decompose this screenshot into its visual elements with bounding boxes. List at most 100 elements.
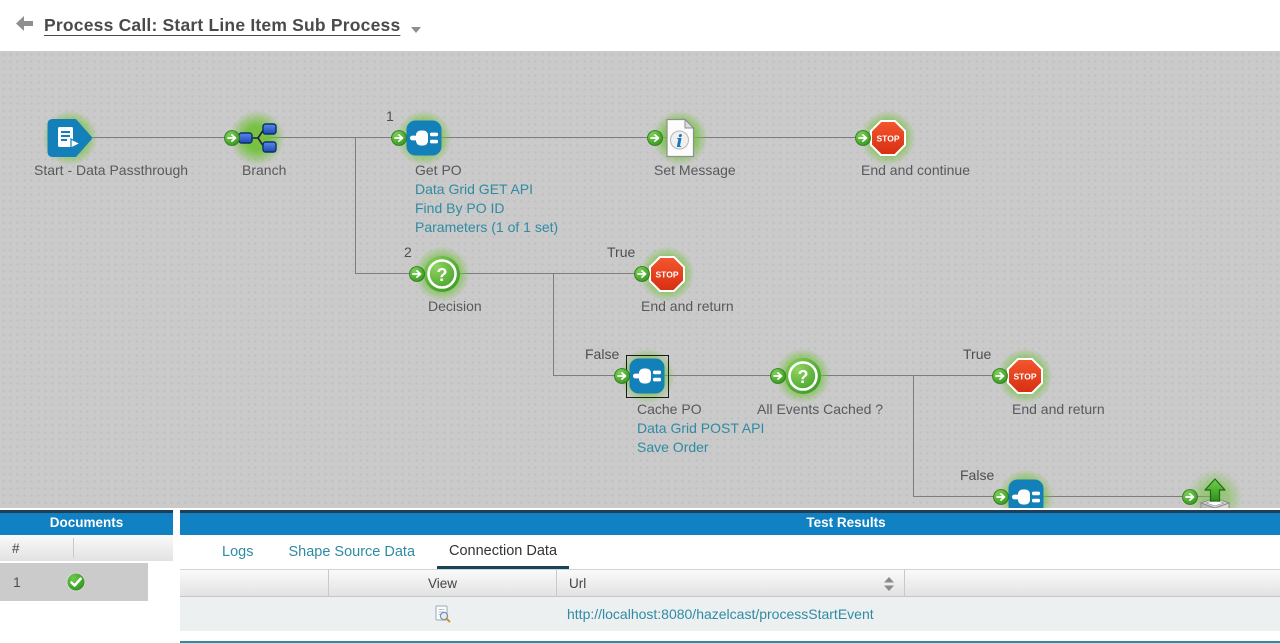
connector-shape-icon	[629, 358, 665, 394]
branch-number: 2	[404, 244, 412, 260]
process-canvas[interactable]: i STOP	[0, 51, 1280, 508]
connection-url-link[interactable]: http://localhost:8080/hazelcast/processS…	[567, 606, 874, 622]
shape-label: End and return	[641, 298, 734, 314]
documents-header: Documents	[0, 513, 173, 535]
documents-panel: Documents # 1	[0, 510, 173, 643]
svg-text:STOP: STOP	[656, 270, 679, 280]
shape-label: Cache PO	[637, 401, 702, 417]
edge	[553, 273, 554, 376]
edge	[70, 137, 257, 138]
message-shape-icon: i	[664, 118, 696, 158]
test-results-panel: Test Results Logs Shape Source Data Conn…	[180, 510, 1280, 643]
svg-text:STOP: STOP	[1014, 372, 1037, 382]
shape-end-and-continue[interactable]: STOP	[855, 110, 916, 166]
shape-decision[interactable]: ?	[409, 246, 470, 302]
shape-label: Start - Data Passthrough	[34, 162, 189, 178]
decision-shape-icon: ?	[423, 255, 461, 293]
link-connector-action[interactable]: Data Grid GET API	[415, 181, 534, 197]
branch-label-false: False	[960, 467, 995, 483]
row-highlight-edge	[180, 641, 1280, 643]
results-area: Documents # 1 Test Results	[0, 510, 1280, 643]
shape-get-po[interactable]	[391, 110, 452, 166]
start-shape-icon	[47, 118, 93, 158]
view-column-header[interactable]: View	[328, 570, 556, 596]
edge	[257, 137, 424, 138]
stop-shape-icon: STOP	[869, 119, 907, 157]
connection-data-row[interactable]: http://localhost:8080/hazelcast/processS…	[180, 597, 1280, 631]
documents-number-column[interactable]: #	[12, 540, 20, 556]
shape-branch[interactable]	[224, 110, 285, 166]
svg-text:i: i	[676, 132, 682, 152]
branch-number: 1	[386, 108, 394, 124]
chevron-down-icon[interactable]	[410, 21, 422, 39]
back-button[interactable]	[14, 15, 34, 37]
edge	[424, 137, 680, 138]
input-arrow-icon	[770, 368, 786, 384]
shape-all-events-cached[interactable]: ?	[770, 348, 831, 404]
stop-shape-icon: STOP	[1006, 357, 1044, 395]
edge	[442, 273, 667, 274]
shape-label: Set Message	[654, 162, 736, 178]
tab-shape-source-data[interactable]: Shape Source Data	[288, 544, 416, 560]
branch-label-false: False	[585, 346, 620, 362]
shape-label: Decision	[428, 298, 482, 314]
input-arrow-icon	[614, 368, 630, 384]
shape-set-message[interactable]: i	[647, 110, 708, 166]
shape-label: Branch	[242, 162, 287, 178]
svg-text:?: ?	[437, 265, 448, 285]
input-arrow-icon	[647, 130, 663, 146]
connector-shape-icon	[1008, 479, 1044, 508]
shape-label: All Events Cached ?	[757, 401, 884, 417]
edge	[680, 137, 888, 138]
sort-icon[interactable]	[884, 577, 894, 594]
tab-connection-data[interactable]: Connection Data	[437, 535, 570, 569]
shape-label: Get PO	[415, 162, 462, 178]
shape-cache-po[interactable]	[614, 348, 675, 404]
shape-config-links: Data Grid POST API Save Order	[637, 419, 764, 457]
view-document-icon[interactable]	[433, 605, 451, 623]
decision-shape-icon: ?	[784, 357, 822, 395]
edge	[803, 375, 1025, 376]
edge	[355, 137, 356, 274]
input-arrow-icon	[992, 368, 1008, 384]
document-row[interactable]: 1	[0, 563, 148, 601]
shape-send-complete-po[interactable]	[993, 469, 1054, 508]
back-arrow-icon	[14, 15, 34, 37]
branch-label-true: True	[963, 346, 992, 362]
tab-logs[interactable]: Logs	[222, 544, 254, 560]
edge	[1026, 496, 1215, 497]
shape-end-and-return-1[interactable]: STOP	[634, 246, 695, 302]
link-parameters[interactable]: Parameters (1 of 1 set)	[415, 219, 559, 235]
input-arrow-icon	[1182, 489, 1198, 505]
process-header: Process Call: Start Line Item Sub Proces…	[0, 0, 1280, 51]
test-results-tabs: Logs Shape Source Data Connection Data	[180, 535, 1280, 569]
stop-shape-icon: STOP	[648, 255, 686, 293]
shape-config-links: Data Grid GET API Find By PO ID Paramete…	[415, 180, 558, 237]
input-arrow-icon	[224, 130, 240, 146]
input-arrow-icon	[409, 266, 425, 282]
document-number: 1	[13, 574, 21, 590]
input-arrow-icon	[391, 130, 407, 146]
process-title[interactable]: Process Call: Start Line Item Sub Proces…	[44, 15, 401, 35]
link-connector-action[interactable]: Data Grid POST API	[637, 420, 765, 436]
connection-data-column-header: View Url	[180, 569, 1280, 597]
branch-label-true: True	[607, 244, 636, 260]
process-call-shape-icon	[1194, 476, 1236, 508]
shape-end-and-return-2[interactable]: STOP	[992, 348, 1053, 404]
shape-start[interactable]	[42, 110, 98, 166]
documents-title: Documents	[49, 515, 124, 530]
url-column-header[interactable]: Url	[556, 570, 904, 596]
edge	[913, 496, 1026, 497]
documents-column-header: #	[0, 535, 173, 563]
branch-shape-icon	[236, 120, 278, 156]
url-cell: http://localhost:8080/hazelcast/processS…	[555, 606, 903, 622]
input-arrow-icon	[993, 489, 1009, 505]
link-operation[interactable]: Save Order	[637, 439, 709, 455]
shape-startitem[interactable]	[1182, 469, 1243, 508]
shape-label: End and continue	[861, 162, 970, 178]
column-divider	[73, 538, 74, 558]
test-results-header: Test Results	[180, 513, 1280, 535]
link-operation[interactable]: Find By PO ID	[415, 200, 505, 216]
svg-text:STOP: STOP	[877, 134, 900, 144]
